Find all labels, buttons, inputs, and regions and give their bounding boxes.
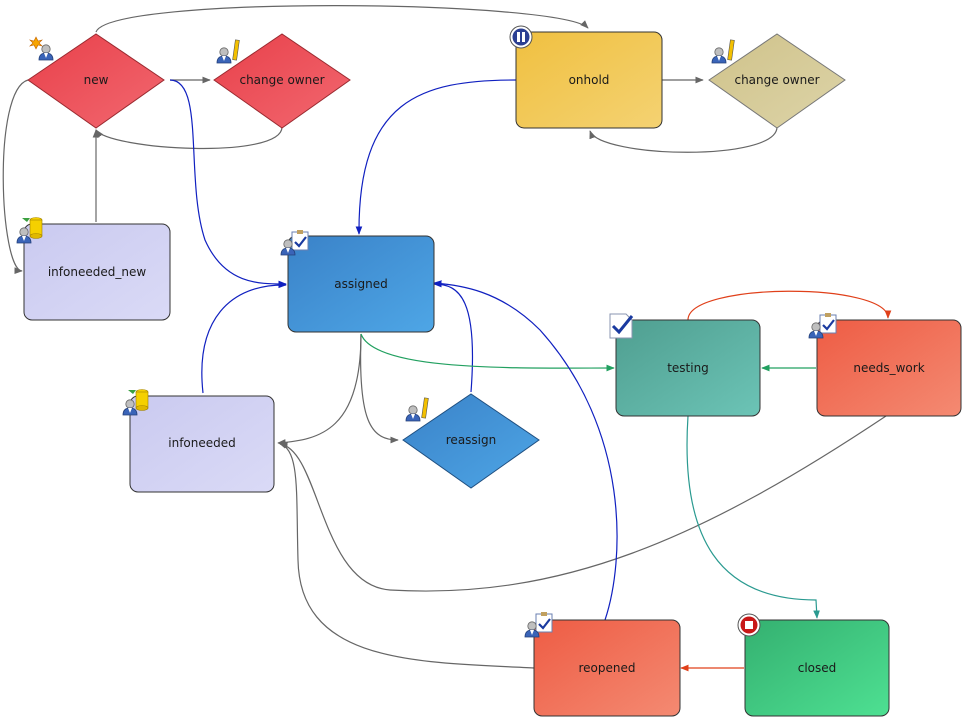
pause-icon (509, 25, 533, 49)
edge-change-owner-to-new (95, 126, 283, 149)
state-reopened-label: reopened (579, 661, 636, 675)
user-clipboard-icon (524, 612, 553, 638)
edge-testing-to-needs-work (687, 290, 892, 321)
stop-icon (737, 613, 761, 637)
user-pencil-icon (711, 39, 735, 64)
user-pencil-icon (216, 39, 240, 64)
edge-testing-to-closed (686, 415, 820, 619)
state-change-owner-2[interactable]: change owner (708, 33, 846, 129)
state-change-owner-1[interactable]: change owner (213, 33, 351, 129)
state-reassign-label: reassign (446, 433, 496, 447)
edge-onhold-to-assigned (355, 79, 517, 235)
edge-new-to-assigned (169, 79, 287, 288)
state-testing[interactable]: testing (615, 319, 761, 417)
user-database-icon (16, 217, 43, 244)
user-clipboard-icon (808, 313, 837, 339)
state-closed[interactable]: closed (744, 619, 890, 717)
state-infoneeded-new-label: infoneeded_new (48, 265, 146, 279)
edge-assigned-to-testing (360, 333, 615, 372)
transitions (2, 5, 892, 672)
state-infoneeded[interactable]: infoneeded (129, 395, 275, 493)
edge-reopened-to-assigned (433, 280, 618, 621)
state-infoneeded-new[interactable]: infoneeded_new (23, 223, 171, 321)
state-closed-label: closed (798, 661, 837, 675)
state-change-owner-1-label: change owner (239, 73, 324, 87)
state-reassign[interactable]: reassign (402, 393, 540, 489)
state-assigned[interactable]: assigned (287, 235, 435, 333)
edge-change-owner-to-onhold (589, 126, 778, 153)
star-user-icon (29, 36, 54, 61)
state-needs-work[interactable]: needs_work (816, 319, 962, 417)
state-assigned-label: assigned (334, 277, 387, 291)
user-pencil-icon (405, 397, 429, 422)
edge-new-to-infoneeded-new (2, 79, 29, 274)
user-clipboard-icon (280, 230, 309, 256)
user-database-icon (122, 389, 149, 416)
edge-new-to-onhold (95, 5, 589, 33)
edge-needs-work-to-infoneeded (279, 415, 887, 592)
state-infoneeded-label: infoneeded (168, 436, 236, 450)
edge-assigned-to-infoneeded (277, 333, 362, 446)
state-reopened[interactable]: reopened (533, 619, 681, 717)
state-new[interactable]: new (27, 33, 165, 129)
edge-assigned-to-reassign (359, 333, 399, 444)
document-check-icon (609, 313, 634, 339)
edge-reassign-to-assigned (433, 280, 474, 393)
state-needs-work-label: needs_work (853, 361, 924, 375)
state-change-owner-2-label: change owner (734, 73, 819, 87)
state-onhold-label: onhold (569, 73, 610, 87)
state-testing-label: testing (667, 361, 709, 375)
edge-reopened-to-infoneeded (278, 442, 535, 669)
state-new-label: new (84, 73, 109, 87)
edge-infoneeded-to-assigned (201, 281, 287, 394)
state-onhold[interactable]: onhold (515, 31, 663, 129)
